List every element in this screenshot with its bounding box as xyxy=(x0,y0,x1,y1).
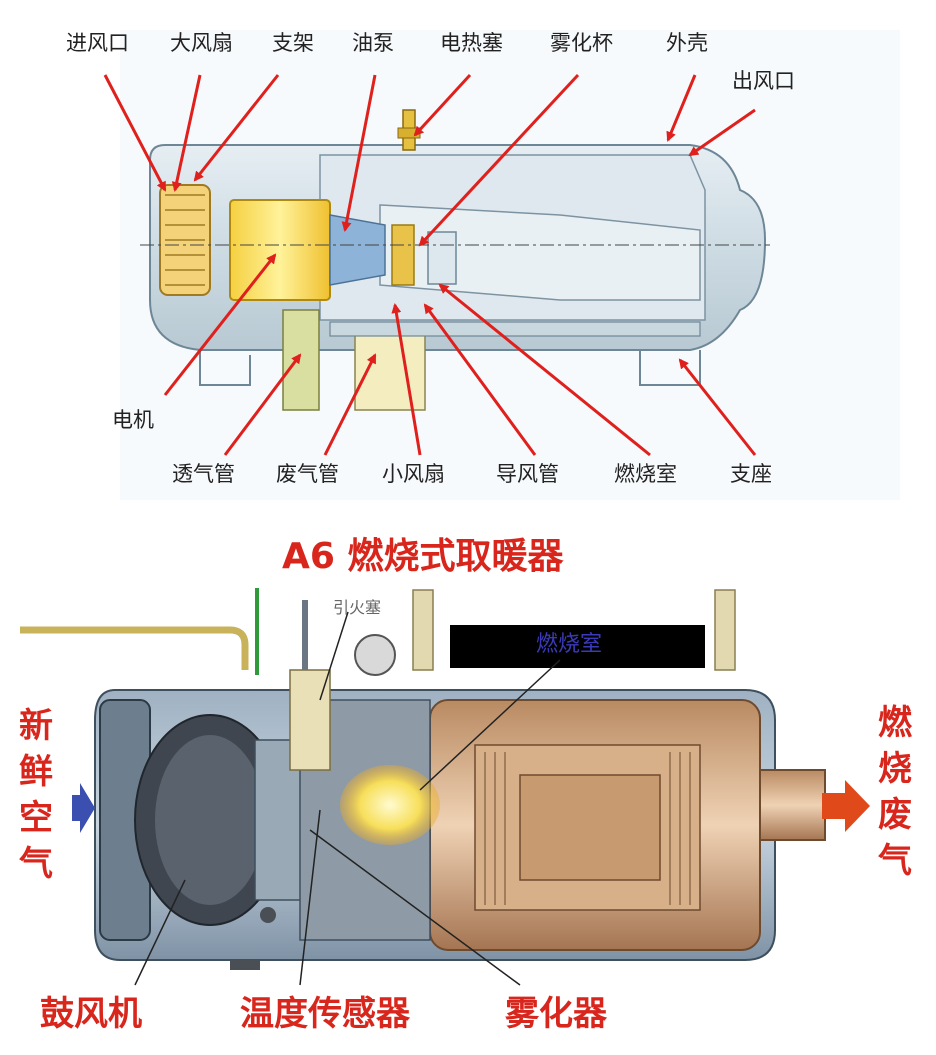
diagram-title: A6 燃烧式取暖器 xyxy=(282,536,564,577)
label-atomizer-cup: 雾化杯 xyxy=(550,31,613,55)
label-combustion-chamber: 燃烧室 xyxy=(614,462,677,486)
label-outer-shell: 外壳 xyxy=(666,31,708,55)
arrow-base xyxy=(678,358,757,456)
arrow-chamber xyxy=(438,283,651,457)
top-heater-diagram xyxy=(103,30,900,500)
label-small-fan: 小风扇 xyxy=(382,462,445,486)
label-blower: 鼓风机 xyxy=(40,994,142,1034)
arrow-big-fan xyxy=(171,74,202,192)
label-atomizer: 雾化器 xyxy=(505,994,607,1034)
label-base: 支座 xyxy=(730,462,772,486)
label-motor: 电机 xyxy=(112,408,154,432)
arrow-exhaust-pipe xyxy=(323,353,377,456)
arrow-glow-plug xyxy=(413,73,472,137)
label-exhaust-gas: 燃烧废气 xyxy=(878,703,912,881)
oil-pump xyxy=(329,214,386,286)
label-temperature-sensor: 温度传感器 xyxy=(240,994,410,1034)
arrow-bracket xyxy=(193,74,280,182)
arrow-shell xyxy=(666,74,697,142)
arrow-outlet xyxy=(688,108,756,157)
label-glow-plug: 电热塞 xyxy=(440,31,503,55)
chamber-label-box xyxy=(450,625,705,668)
arrow-inlet xyxy=(103,74,167,192)
label-vent-pipe: 透气管 xyxy=(172,462,235,486)
arrow-air-duct xyxy=(423,303,537,456)
arrow-small-fan xyxy=(391,303,422,456)
label-air-inlet: 进风口 xyxy=(66,31,129,55)
label-air-outlet: 出风口 xyxy=(732,69,795,93)
arrow-pump xyxy=(341,74,377,232)
arrow-motor xyxy=(163,253,277,396)
exhaust-arrow xyxy=(822,780,870,832)
label-exhaust-pipe: 废气管 xyxy=(276,462,339,486)
flame xyxy=(340,765,440,845)
label-oil-pump: 油泵 xyxy=(352,31,394,55)
fresh-air-arrow xyxy=(72,783,95,833)
label-bracket: 支架 xyxy=(272,31,314,55)
label-air-duct: 导风管 xyxy=(496,462,559,486)
label-fresh-air: 新鲜空气 xyxy=(19,706,53,884)
label-big-fan: 大风扇 xyxy=(170,31,233,55)
label-ignition-plug: 引火塞 xyxy=(333,598,382,617)
arrow-vent-pipe xyxy=(223,353,302,456)
arrow-atomizer-cup xyxy=(418,73,580,247)
label-chamber-box: 燃烧室 xyxy=(536,632,603,657)
